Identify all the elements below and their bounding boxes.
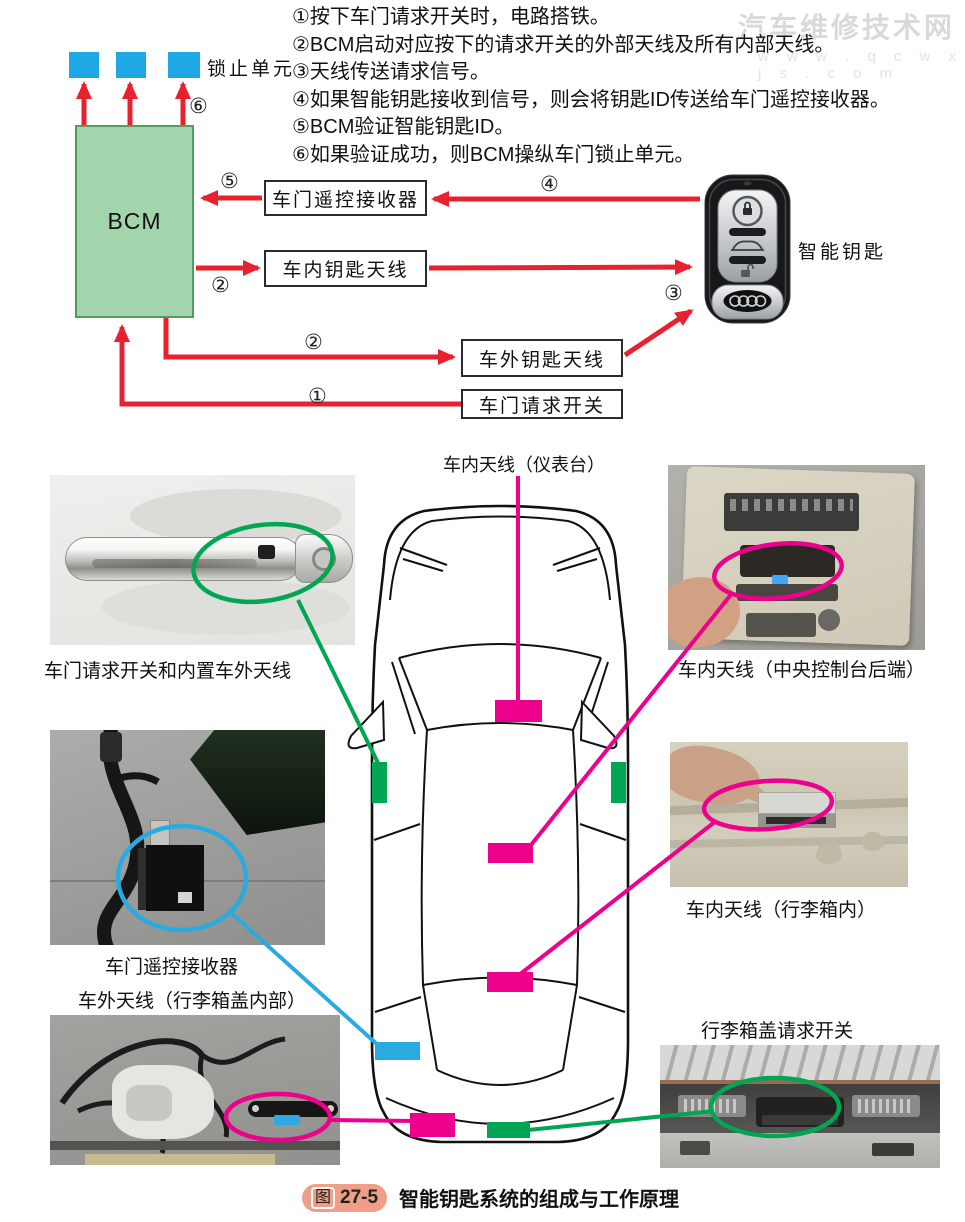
watermark-title: 汽车维修技术网 bbox=[738, 12, 956, 43]
trunk-switch-marker bbox=[487, 1122, 530, 1138]
badge-number: 27-5 bbox=[340, 1186, 379, 1208]
left-mirror bbox=[347, 699, 386, 750]
door-request-switch-box: 车门请求开关 bbox=[461, 389, 623, 419]
dash-antenna-marker bbox=[495, 700, 542, 722]
lid-edge-strip bbox=[50, 1141, 340, 1150]
console-photo bbox=[668, 465, 925, 650]
receiver-box bbox=[146, 845, 204, 911]
trunk-switch-lip bbox=[762, 1115, 838, 1125]
trunk-lid-antenna-label: 车外天线（行李箱盖内部） bbox=[78, 991, 307, 1012]
receiver-photo-label: 车门遥控接收器 bbox=[105, 957, 239, 978]
left-door-antenna-marker bbox=[372, 762, 387, 803]
trunk-floor-photo bbox=[670, 742, 908, 887]
receiver-photo bbox=[50, 730, 325, 945]
handle-photo-label: 车门请求开关和内置车外天线 bbox=[44, 661, 292, 682]
smart-key-image bbox=[703, 172, 792, 326]
license-light-right-lens bbox=[858, 1099, 914, 1113]
step-2: ②BCM启动对应按下的请求开关的外部天线及所有内部天线。 bbox=[292, 33, 835, 56]
bumper-detail-right bbox=[872, 1143, 914, 1156]
arrow-interior-antenna-to-key bbox=[428, 259, 693, 276]
wiring-harness bbox=[96, 730, 160, 945]
arrow-3-exterior-antenna-to-key bbox=[623, 308, 694, 358]
step-3: ③天线传送请求信号。 bbox=[292, 61, 490, 83]
ceiling-background bbox=[660, 1045, 940, 1085]
trunk-switch-photo bbox=[660, 1045, 940, 1168]
trunk-lid-antenna-marker bbox=[410, 1113, 455, 1137]
trunk-switch-photo-label: 行李箱盖请求开关 bbox=[701, 1021, 854, 1042]
smart-key-fob-icon bbox=[704, 174, 791, 324]
lock-unit-label: 锁止单元 bbox=[207, 59, 296, 80]
request-switch-button bbox=[258, 545, 275, 559]
marker-4: ④ bbox=[540, 173, 559, 196]
watermark-url: w w w . q c w x j s . c o m bbox=[758, 48, 964, 82]
trunk-floor-photo-label: 车内天线（行李箱内） bbox=[686, 900, 877, 921]
trunk-interior-antenna-marker bbox=[487, 972, 533, 992]
receiver-label-sticker bbox=[178, 892, 192, 903]
antenna-screw-right bbox=[327, 1105, 334, 1112]
interior-key-antenna-box: 车内钥匙天线 bbox=[264, 250, 427, 287]
badge-prefix: 图 bbox=[311, 1186, 336, 1209]
marker-2b: ② bbox=[304, 331, 323, 354]
door-remote-receiver-box-label: 车门遥控接收器 bbox=[271, 189, 419, 211]
console-antenna-bar bbox=[736, 584, 838, 601]
lock-unit-box-1 bbox=[69, 52, 99, 78]
receiver-location-marker bbox=[375, 1042, 420, 1060]
tan-plate bbox=[85, 1154, 275, 1165]
interior-key-antenna-box-label: 车内钥匙天线 bbox=[282, 260, 409, 281]
door-request-switch-box-label: 车门请求开关 bbox=[478, 395, 605, 417]
bumper-detail-left bbox=[680, 1141, 710, 1155]
license-light-left-lens bbox=[684, 1099, 740, 1113]
exterior-key-antenna-box-label: 车外钥匙天线 bbox=[478, 349, 605, 371]
lock-unit-box-3 bbox=[168, 52, 200, 78]
trunk-lid-inner-photo bbox=[50, 1015, 340, 1165]
car-top-view-outline bbox=[347, 504, 630, 1144]
antenna-blue-connector bbox=[274, 1115, 300, 1125]
console-module-pins bbox=[730, 499, 853, 511]
console-module-mid bbox=[740, 545, 835, 577]
step-5: ⑤BCM验证智能钥匙ID。 bbox=[292, 116, 515, 138]
marker-6: ⑥ bbox=[189, 95, 208, 118]
marker-3: ③ bbox=[664, 282, 683, 305]
plastic-cone-2 bbox=[862, 832, 884, 851]
instruction-steps: ①按下车门请求开关时，电路搭铁。 ②BCM启动对应按下的请求开关的外部天线及所有… bbox=[292, 4, 957, 169]
receiver-bracket bbox=[150, 820, 170, 846]
step-6: ⑥如果验证成功，则BCM操纵车门锁止单元。 bbox=[292, 143, 695, 166]
plastic-cone-1 bbox=[816, 842, 842, 864]
marker-2a: ② bbox=[211, 274, 230, 297]
antenna-screw-left bbox=[252, 1105, 259, 1112]
watermark: 汽车维修技术网 w w w . q c w x j s . c o m bbox=[738, 6, 965, 82]
handle-recess-bottom bbox=[102, 579, 350, 635]
keyhole bbox=[312, 547, 336, 571]
figure-caption: 图 27-5 智能钥匙系统的组成与工作原理 bbox=[302, 1183, 679, 1212]
trunklid-to-car-line bbox=[329, 1118, 415, 1123]
arrow-1-switch-to-bcm bbox=[114, 324, 461, 407]
door-remote-receiver-box: 车门遥控接收器 bbox=[264, 180, 427, 216]
bcm-label: BCM bbox=[107, 208, 162, 234]
trunk-latch-detail bbox=[126, 1085, 172, 1121]
dash-antenna-label: 车内天线（仪表台） bbox=[443, 455, 605, 475]
lock-unit-box-2 bbox=[116, 52, 146, 78]
figure-number-badge: 图 27-5 bbox=[302, 1183, 388, 1212]
trunk-antenna-slot bbox=[766, 817, 826, 824]
right-mirror bbox=[579, 699, 618, 750]
figure-title: 智能钥匙系统的组成与工作原理 bbox=[399, 1189, 680, 1211]
smart-key-label: 智能钥匙 bbox=[798, 242, 887, 263]
door-handle-photo bbox=[50, 475, 355, 645]
console-photo-label: 车内天线（中央控制台后端） bbox=[678, 660, 926, 681]
console-module-bottom bbox=[746, 613, 816, 637]
step-4: ④如果智能钥匙接收到信号，则会将钥匙ID传送给车门遥控接收器。 bbox=[292, 88, 890, 111]
step-1: ①按下车门请求开关时，电路搭铁。 bbox=[292, 6, 610, 28]
bcm-box: BCM bbox=[75, 125, 194, 318]
right-door-antenna-marker bbox=[611, 762, 626, 803]
marker-1: ① bbox=[308, 385, 327, 408]
handle-reflection bbox=[92, 559, 257, 568]
console-knob bbox=[818, 609, 840, 631]
car-location-markers bbox=[372, 700, 626, 1138]
trunk-antenna-module-top bbox=[758, 792, 836, 814]
marker-5: ⑤ bbox=[220, 170, 239, 193]
console-antenna-marker bbox=[488, 843, 533, 863]
exterior-key-antenna-box: 车外钥匙天线 bbox=[461, 339, 623, 377]
